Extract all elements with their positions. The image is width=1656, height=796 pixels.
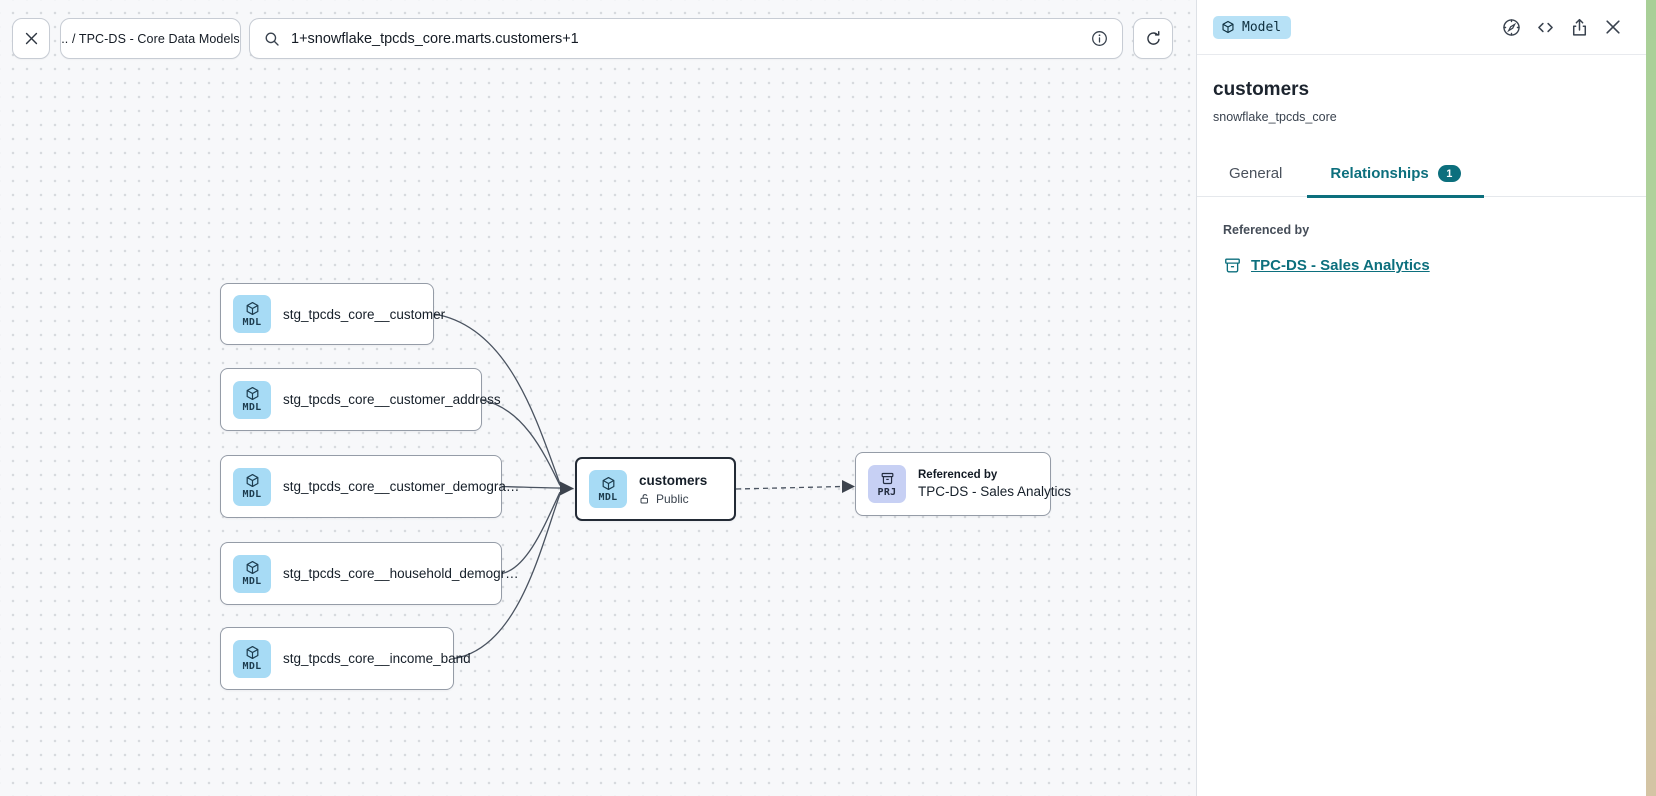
lineage-node[interactable]: MDL stg_tpcds_core__customer_address (220, 368, 501, 431)
search-icon (263, 30, 281, 48)
resource-type-badge: Model (1213, 15, 1292, 39)
lineage-canvas[interactable]: .. / TPC-DS - Core Data Models MDL stg_t… (0, 0, 1196, 796)
chip-label: MDL (242, 661, 262, 672)
node-label: stg_tpcds_core__customer_demogra… (283, 479, 520, 494)
node-label: stg_tpcds_core__customer_address (283, 392, 501, 407)
compass-icon[interactable] (1501, 17, 1522, 38)
resource-type-label: Model (1242, 19, 1282, 35)
chip-label: PRJ (877, 486, 897, 498)
lineage-edges (433, 313, 855, 660)
lineage-node[interactable]: MDL stg_tpcds_core__customer (220, 283, 445, 345)
referenced-by-label: Referenced by (1223, 223, 1310, 238)
relationships-count-badge: 1 (1437, 165, 1461, 183)
info-icon[interactable] (1090, 29, 1109, 48)
screen-edge-artifact (1646, 0, 1656, 796)
model-chip: MDL (233, 639, 271, 678)
model-chip: MDL (233, 467, 271, 506)
lineage-node[interactable]: MDL stg_tpcds_core__income_band (220, 627, 471, 690)
chip-label: MDL (242, 402, 262, 413)
search-input[interactable] (291, 30, 1080, 47)
model-chip: MDL (233, 295, 271, 333)
model-chip: MDL (589, 470, 627, 508)
access-label: Public (656, 491, 689, 506)
share-icon[interactable] (1569, 17, 1590, 38)
breadcrumb[interactable]: .. / TPC-DS - Core Data Models (60, 18, 241, 59)
details-panel: Model customers snowflake_tpcds_core Gen… (1196, 0, 1646, 796)
node-kicker: Referenced by (918, 469, 998, 481)
archive-icon (1223, 256, 1242, 275)
panel-header: Model (1197, 0, 1646, 55)
node-label: stg_tpcds_core__household_demogr… (283, 566, 519, 581)
cube-icon (245, 473, 260, 488)
tab-general[interactable]: General (1206, 155, 1305, 198)
node-label: stg_tpcds_core__customer (283, 306, 446, 322)
refresh-icon (1144, 29, 1163, 48)
referenced-project-node[interactable]: PRJ Referenced by TPC-DS - Sales Analyti… (855, 452, 1071, 516)
lineage-node[interactable]: MDL stg_tpcds_core__customer_demogra… (220, 455, 519, 518)
tab-label: General (1229, 165, 1283, 183)
panel-tabbar: General Relationships 1 (1197, 155, 1646, 199)
model-chip: MDL (233, 380, 271, 419)
chip-label: MDL (598, 491, 618, 503)
cube-icon (245, 386, 260, 401)
tab-label: Relationships (1330, 165, 1429, 183)
node-label: customers (639, 472, 708, 488)
chip-label: MDL (242, 316, 262, 328)
node-label: stg_tpcds_core__income_band (283, 651, 471, 666)
package-subtitle: snowflake_tpcds_core (1213, 110, 1337, 124)
model-chip: MDL (233, 554, 271, 593)
cube-icon (601, 476, 616, 491)
cube-icon (245, 645, 260, 660)
page-title: customers (1213, 79, 1310, 100)
cube-icon (245, 301, 260, 316)
breadcrumb-label: .. / TPC-DS - Core Data Models (61, 31, 240, 46)
project-chip: PRJ (868, 465, 906, 503)
cube-icon (1221, 20, 1235, 34)
close-lineage-button[interactable] (12, 18, 50, 59)
lineage-node[interactable]: MDL stg_tpcds_core__household_demogr… (220, 542, 519, 605)
node-label: TPC-DS - Sales Analytics (918, 484, 1072, 499)
close-icon[interactable] (1603, 17, 1623, 37)
unlock-icon (639, 493, 651, 505)
lineage-search[interactable] (249, 18, 1123, 59)
archive-icon (880, 471, 895, 486)
referenced-project-link[interactable]: TPC-DS - Sales Analytics (1251, 257, 1430, 275)
selected-lineage-node[interactable]: MDL customers Public (575, 457, 736, 521)
tab-relationships[interactable]: Relationships 1 (1307, 155, 1484, 199)
chip-label: MDL (242, 576, 262, 587)
refresh-lineage-button[interactable] (1133, 18, 1173, 59)
cube-icon (245, 560, 260, 575)
chip-label: MDL (242, 489, 262, 500)
code-icon[interactable] (1535, 17, 1556, 38)
close-icon (23, 30, 40, 47)
